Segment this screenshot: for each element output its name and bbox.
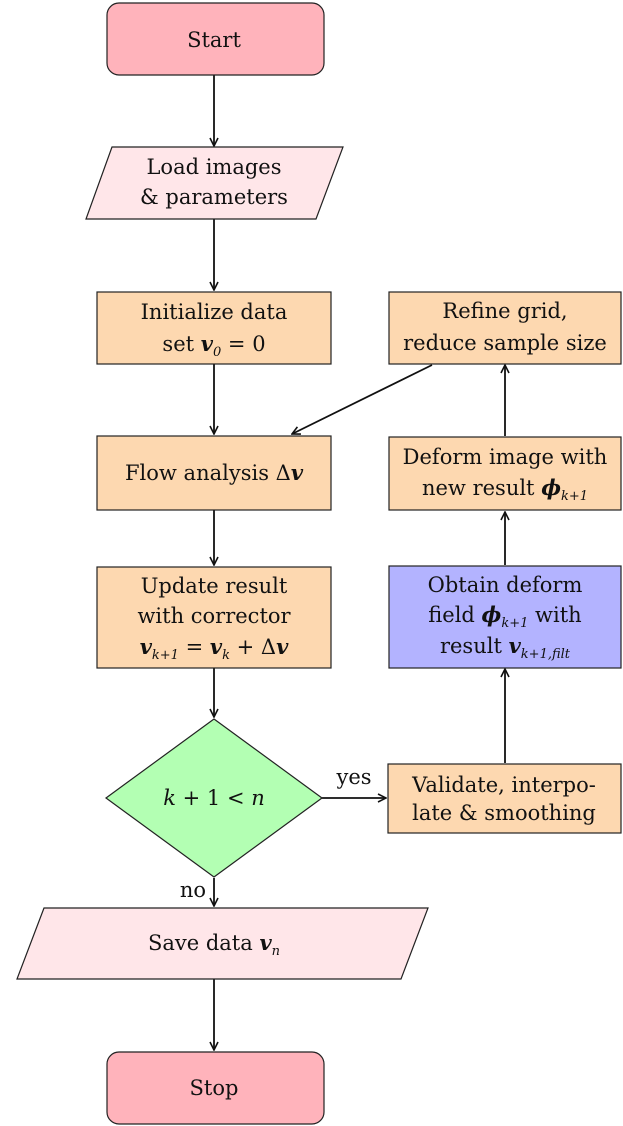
obtain-line3: result vk+1,filt	[440, 633, 571, 662]
node-init: Initialize data set v0 = 0	[96, 291, 332, 365]
validate-line1: Validate, interpo-	[411, 773, 596, 797]
load-line2: & parameters	[140, 185, 288, 209]
node-save: Save data vn	[16, 907, 429, 980]
refine-shape	[388, 291, 622, 365]
node-refine: Refine grid, reduce sample size	[388, 291, 622, 365]
edges	[214, 75, 505, 1050]
refine-line2: reduce sample size	[403, 331, 607, 355]
edge-label-yes: yes	[335, 765, 371, 789]
start-shape	[106, 2, 325, 76]
stop-shape	[106, 1051, 325, 1125]
deform-shape	[388, 436, 622, 511]
decision-shape	[104, 718, 324, 878]
node-validate: Validate, interpo- late & smoothing	[387, 763, 622, 834]
init-line1: Initialize data	[141, 300, 288, 324]
update-line1: Update result	[141, 574, 288, 598]
node-stop: Stop	[106, 1051, 325, 1125]
stop-label: Stop	[190, 1076, 239, 1100]
validate-shape	[387, 763, 622, 834]
save-label: Save data vn	[148, 930, 280, 959]
obtain-line1: Obtain deform	[428, 573, 583, 597]
load-shape	[85, 146, 344, 220]
update-line2: with corrector	[137, 604, 291, 628]
flow-label: Flow analysis Δv	[125, 460, 304, 485]
deform-line1: Deform image with	[403, 445, 608, 469]
node-decision: k + 1 < n	[104, 718, 324, 878]
flow-shape	[96, 435, 332, 511]
node-obtain: Obtain deform field ϕk+1 with result vk+…	[388, 565, 622, 669]
node-start: Start	[106, 2, 325, 76]
decision-label: k + 1 < n	[163, 786, 265, 810]
edge-label-no: no	[180, 878, 206, 902]
obtain-line2: field ϕk+1 with	[428, 602, 581, 631]
node-load: Load images & parameters	[85, 146, 344, 220]
validate-line2: late & smoothing	[412, 801, 596, 825]
init-shape	[96, 291, 332, 365]
edge-refine-flow	[292, 364, 433, 434]
node-flow: Flow analysis Δv	[96, 435, 332, 511]
obtain-shape	[388, 565, 622, 669]
deform-line2: new result ϕk+1	[422, 475, 588, 504]
node-update: Update result with corrector vk+1 = vk +…	[96, 566, 332, 669]
start-label: Start	[187, 28, 241, 52]
update-shape	[96, 566, 332, 669]
save-shape	[16, 907, 429, 980]
refine-line1: Refine grid,	[442, 299, 567, 323]
update-equation: vk+1 = vk + Δv	[140, 634, 289, 663]
node-deform: Deform image with new result ϕk+1	[388, 436, 622, 511]
load-line1: Load images	[146, 155, 281, 179]
init-line2: set v0 = 0	[162, 331, 265, 360]
